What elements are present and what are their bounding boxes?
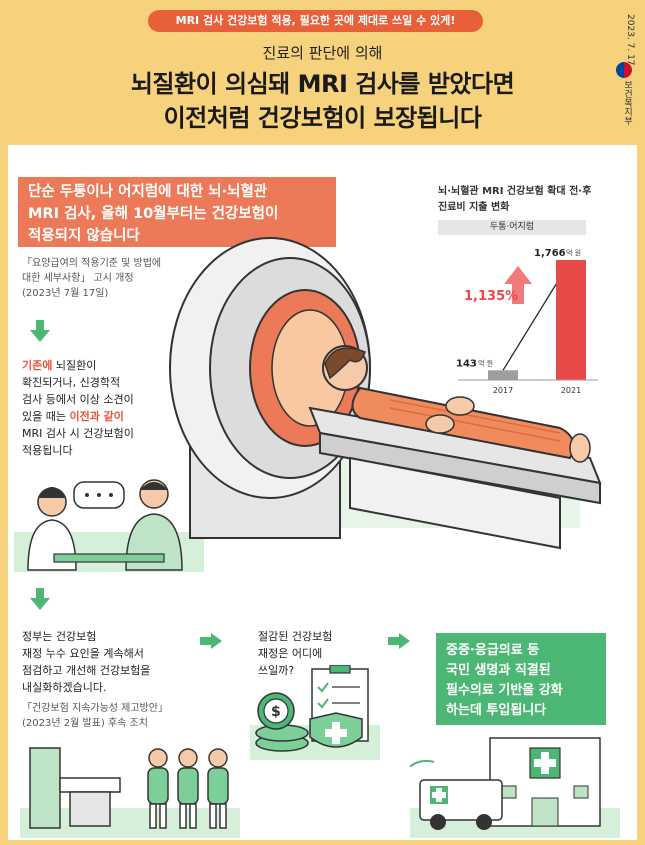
intro-headline-2: MRI 검사, 올해 10월부터는 건강보험이: [28, 206, 279, 222]
step4-text: 절감된 건강보험 재정은 어디에 쓰일까?: [258, 628, 332, 679]
step2-highlight-2: 이전과 같이: [69, 410, 124, 423]
step5-line-4: 하는데 투입됩니다: [446, 703, 547, 718]
arrow-right-icon-2: [388, 633, 410, 649]
title-line-2: 이전처럼 건강보험이 보장됩니다: [163, 104, 482, 132]
unit-label-2021: 억 원: [566, 248, 581, 257]
step2-line-3: 검사 등에서 이상 소견이: [22, 393, 134, 406]
value-label-2017: 143: [456, 358, 477, 369]
date-label: 2023. 7. 17.: [625, 14, 635, 69]
arrow-down-icon: [30, 320, 50, 342]
bar-2017: [488, 370, 518, 380]
step2-text-1: 뇌질환이: [52, 359, 97, 372]
step2-line-5: MRI 검사 시 건강보험이: [22, 427, 134, 440]
budget-illustration: $: [250, 665, 380, 760]
ministry-name: 보건복지부: [622, 80, 632, 125]
patients-waiting-illustration: [20, 747, 240, 838]
step4-line-1: 절감된 건강보험: [258, 630, 333, 643]
step5-line-2: 국민 생명과 직결된: [446, 663, 551, 678]
step3-line-2: 재정 누수 요인을 계속해서: [22, 647, 144, 660]
expenditure-bar-chart: 1,135% 143 억 원 1,766 억 원 2017 2021: [456, 248, 598, 395]
step2-highlight-1: 기존에: [22, 359, 53, 372]
step3-line-3: 점검하고 개선해 건강보험을: [22, 664, 151, 677]
header: MRI 검사 건강보험 적용, 필요한 곳에 제대로 쓰일 수 있게! 진료의 …: [0, 0, 645, 142]
step3-text: 정부는 건강보험 재정 누수 요인을 계속해서 점검하고 개선해 건강보험을 내…: [22, 628, 202, 696]
doctor-consultation-illustration: [14, 479, 204, 572]
ministry-logo-icon: [616, 62, 632, 78]
svg-text:$: $: [271, 704, 281, 720]
step3-line-1: 정부는 건강보험: [22, 630, 97, 643]
subtitle: 진료의 판단에 의해: [262, 44, 383, 62]
step3-source-1: 「건강보험 지속가능성 제고방안」: [22, 703, 168, 714]
category-label-2021: 2021: [561, 386, 581, 395]
step4-line-3: 쓰일까?: [258, 664, 295, 677]
category-label-2017: 2017: [493, 386, 513, 395]
step3-source: 「건강보험 지속가능성 제고방안」 (2023년 2월 발표) 후속 조치: [22, 701, 168, 731]
hospital-ambulance-illustration: [410, 737, 620, 838]
intro-source-3: (2023년 7월 17일): [22, 288, 109, 299]
mri-scanner-illustration: [169, 237, 602, 550]
arrow-right-icon: [200, 633, 222, 649]
step2-line-4: 있을 때는: [22, 410, 70, 423]
chart-title: 뇌·뇌혈관 MRI 건강보험 확대 전·후 진료비 지출 변화: [438, 184, 591, 216]
step3-line-4: 내실화하겠습니다.: [22, 681, 107, 694]
chart-category-tag: 두통·어지럼: [438, 220, 586, 235]
step5-box: 중증·응급의료 등 국민 생명과 직결된 필수의료 기반을 강화 하는데 투입됩…: [436, 633, 606, 725]
step5-line-3: 필수의료 기반을 강화: [446, 683, 563, 698]
growth-arrow-icon: [504, 266, 532, 304]
step2-line-2: 확진되거나, 신경학적: [22, 376, 121, 389]
intro-source: 「요양급여의 적용기준 및 방법에 대한 세부사항」 고시 개정 (2023년 …: [22, 256, 161, 301]
intro-headline-1: 단순 두통이나 어지럼에 대한 뇌·뇌혈관: [28, 184, 268, 200]
intro-headline-box: 단순 두통이나 어지럼에 대한 뇌·뇌혈관 MRI 검사, 올해 10월부터는 …: [18, 177, 336, 247]
bar-2021: [556, 260, 586, 380]
growth-label: 1,135%: [464, 289, 518, 304]
banner-pill: MRI 검사 건강보험 적용, 필요한 곳에 제대로 쓰일 수 있게!: [148, 10, 483, 32]
intro-source-2: 대한 세부사항」 고시 개정: [22, 273, 134, 284]
step5-line-1: 중증·응급의료 등: [446, 643, 540, 658]
intro-source-1: 「요양급여의 적용기준 및 방법에: [22, 258, 162, 269]
arrow-down-icon-2: [30, 588, 50, 610]
step3-source-2: (2023년 2월 발표) 후속 조치: [22, 718, 148, 729]
intro-headline-3: 적용되지 않습니다: [28, 228, 140, 244]
value-label-2021: 1,766: [534, 248, 566, 259]
step2-text: 기존에 뇌질환이 확진되거나, 신경학적 검사 등에서 이상 소견이 있을 때는…: [22, 357, 192, 459]
title-line-1: 뇌질환이 의심돼 MRI 검사를 받았다면: [130, 70, 515, 98]
chart-title-line-2: 진료비 지출 변화: [438, 202, 510, 213]
chart-title-line-1: 뇌·뇌혈관 MRI 건강보험 확대 전·후: [438, 186, 592, 197]
step4-line-2: 재정은 어디에: [258, 647, 323, 660]
unit-label-2017: 억 원: [478, 358, 493, 367]
step2-line-6: 적용됩니다: [22, 444, 73, 457]
